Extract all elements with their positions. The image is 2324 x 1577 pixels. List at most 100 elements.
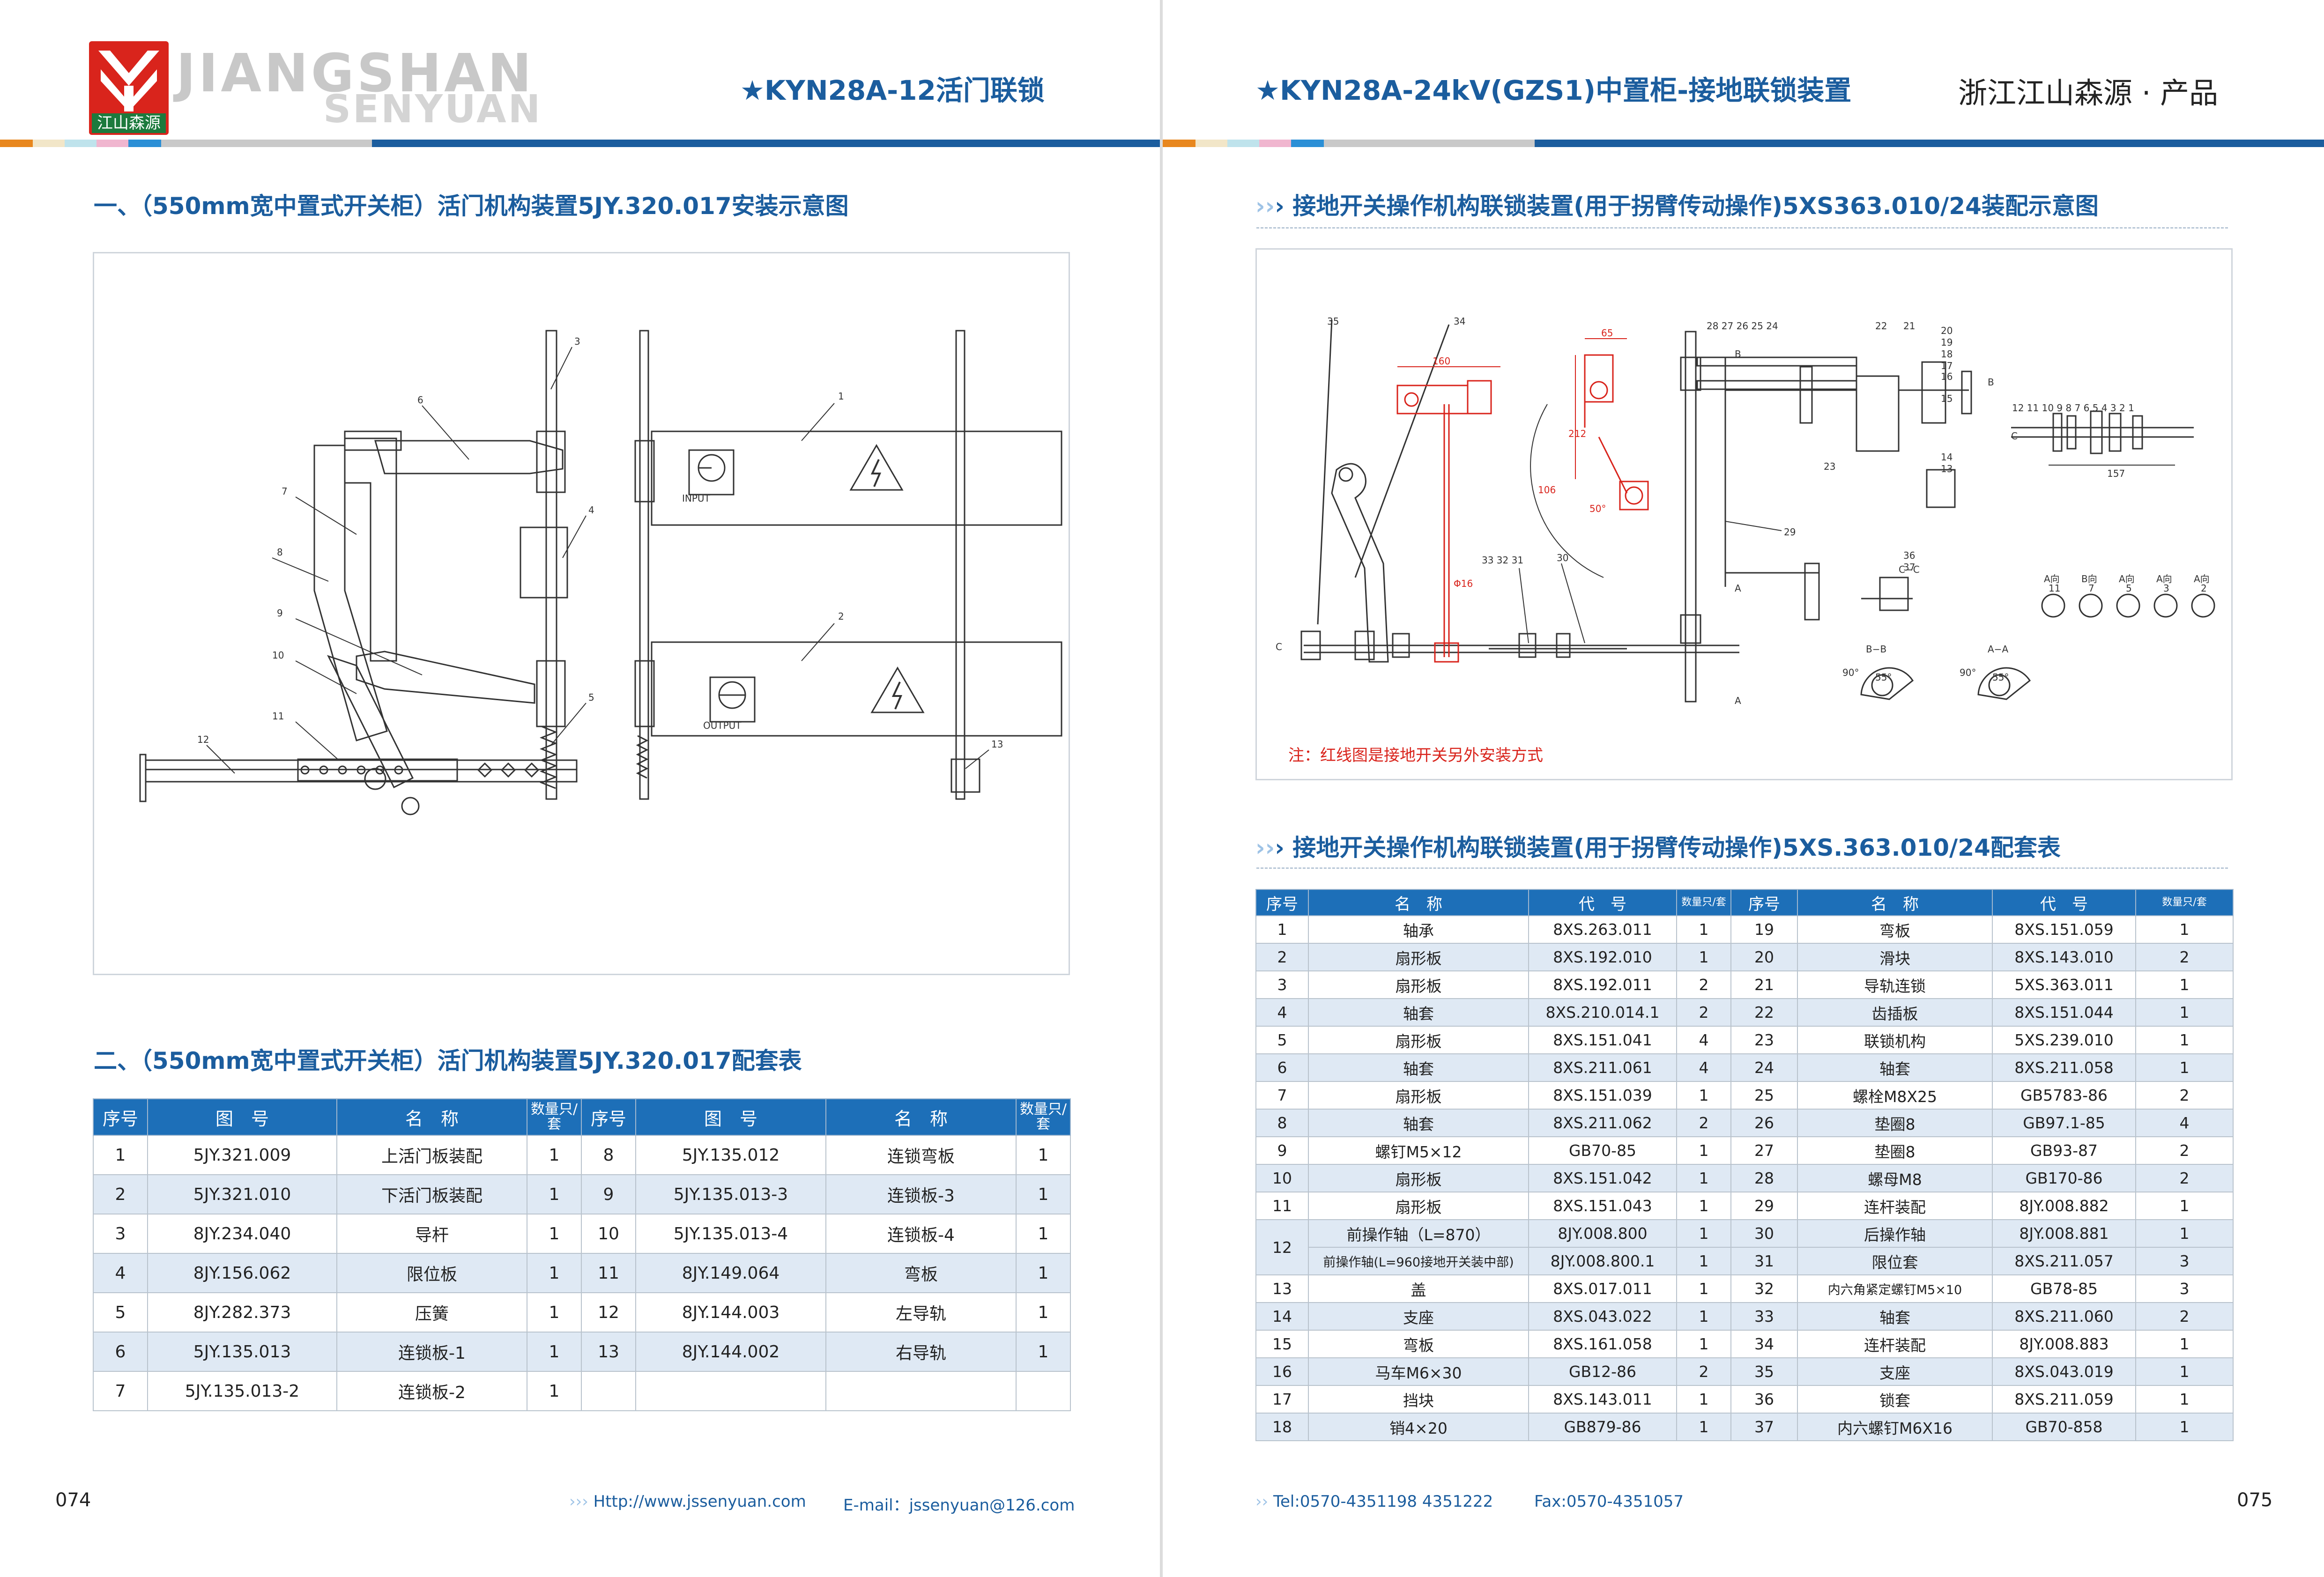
table-cell: 1	[1676, 1330, 1731, 1358]
table-cell	[581, 1371, 636, 1411]
table-cell: 4	[1676, 1026, 1731, 1054]
table-cell: 15	[1255, 1330, 1309, 1358]
table-cell: 1	[527, 1292, 582, 1333]
figure-note: 注：红线图是接地开关另外安装方式	[1288, 746, 1543, 765]
table-cell: 3	[1255, 970, 1309, 999]
arrow-icon: ››	[1255, 1492, 1274, 1511]
logo-caption: 江山森源	[92, 113, 166, 133]
table-cell: 4	[1676, 1053, 1731, 1082]
table-cell: 导杆	[336, 1214, 527, 1254]
table-cell: 连锁弯板	[825, 1135, 1017, 1175]
table-cell: 联锁机构	[1797, 1026, 1993, 1054]
footer-email[interactable]: E-mail：jssenyuan@126.com	[843, 1496, 1075, 1515]
table-cell: 1	[1016, 1292, 1071, 1333]
col-header: 图 号	[147, 1098, 337, 1136]
svg-text:A−A: A−A	[1988, 644, 2008, 655]
svg-text:65: 65	[1601, 327, 1613, 339]
table-cell: 扇形板	[1308, 1026, 1529, 1054]
table-cell: GB12-86	[1528, 1357, 1677, 1386]
table-cell: 齿插板	[1797, 998, 1993, 1027]
table-cell: 左导轨	[825, 1292, 1017, 1333]
section-title-table-right: ››› 接地开关操作机构联锁装置(用于拐臂传动操作)5XS.363.010/24…	[1255, 829, 2061, 863]
svg-text:A向: A向	[2194, 573, 2210, 585]
table-cell: 8XS.043.022	[1528, 1302, 1677, 1331]
table-cell: 1	[1016, 1214, 1071, 1254]
table-cell: 弯板	[1797, 915, 1993, 944]
table-cell: 6	[93, 1332, 148, 1372]
table-cell: 销4×20	[1308, 1413, 1529, 1441]
col-header: 序号	[581, 1098, 636, 1136]
table-cell: 13	[1255, 1274, 1309, 1303]
svg-text:212: 212	[1568, 428, 1586, 439]
table-cell: 8XS.192.011	[1528, 970, 1677, 999]
table-cell: 1	[2135, 1053, 2234, 1082]
table-cell: 4	[2135, 1109, 2234, 1137]
table-cell: 1	[527, 1174, 582, 1214]
brand-name: JIANGSHAN	[176, 43, 535, 104]
svg-text:30: 30	[1557, 552, 1568, 563]
table-cell: 8JY.149.064	[635, 1253, 826, 1293]
table-cell: 1	[2135, 998, 2234, 1027]
company-name: 浙江江山森源 · 产品	[1958, 76, 2219, 110]
table-cell: 1	[93, 1135, 148, 1175]
table-cell: 10	[581, 1214, 636, 1254]
table-cell: 8XS.151.043	[1528, 1192, 1677, 1220]
footer-url[interactable]: ››› Http://www.jssenyuan.com	[569, 1492, 806, 1511]
table-cell: 4	[1255, 998, 1309, 1027]
table-cell: 马车M6×30	[1308, 1357, 1529, 1386]
svg-text:160: 160	[1433, 355, 1450, 367]
table-cell: 8XS.263.011	[1528, 915, 1677, 944]
header-color-bar-left	[0, 140, 1160, 147]
svg-text:29: 29	[1784, 526, 1796, 538]
table-cell: 8XS.143.011	[1528, 1385, 1677, 1414]
table-cell: 36	[1730, 1385, 1798, 1414]
table-cell: 8XS.151.039	[1528, 1081, 1677, 1110]
table-cell: 29	[1730, 1192, 1798, 1220]
col-header: 序号	[1255, 889, 1309, 916]
brand-name-sub: SENYUAN	[323, 87, 542, 132]
table-cell: 2	[2135, 1164, 2234, 1192]
col-header: 数量只/套	[1676, 889, 1731, 916]
triple-arrow-icon: ››	[1255, 834, 1275, 861]
table-cell: 28	[1730, 1164, 1798, 1192]
table-cell: 8	[1255, 1109, 1309, 1137]
table-cell: 1	[1016, 1135, 1071, 1175]
table-cell: 轴套	[1308, 1053, 1529, 1082]
table-cell: 8JY.282.373	[147, 1292, 337, 1333]
section-title-text: 接地开关操作机构联锁装置(用于拐臂传动操作)5XS.363.010/24配套表	[1292, 834, 2061, 861]
svg-text:12 11 10 9 8 7 6 5 4 3: 12 11 10 9 8 7 6 5 4 3 2 1	[2012, 402, 2134, 414]
svg-text:3: 3	[2163, 583, 2169, 594]
table-cell: 20	[1730, 943, 1798, 971]
table-cell: 支座	[1797, 1357, 1993, 1386]
table-cell: 支座	[1308, 1302, 1529, 1331]
svg-text:3: 3	[574, 336, 580, 347]
table-cell	[635, 1371, 826, 1411]
section-title-text: 接地开关操作机构联锁装置(用于拐臂传动操作)5XS363.010/24装配示意图	[1292, 192, 2099, 220]
section-title-figure-right: ››› 接地开关操作机构联锁装置(用于拐臂传动操作)5XS363.010/24装…	[1255, 187, 2099, 221]
table-cell: 内六螺钉M6X16	[1797, 1413, 1993, 1441]
table-cell: 4	[93, 1253, 148, 1293]
table-cell: 7	[1255, 1081, 1309, 1110]
svg-text:OUTPUT: OUTPUT	[703, 720, 742, 731]
table-cell: 5	[1255, 1026, 1309, 1054]
table-cell: 9	[581, 1174, 636, 1214]
svg-text:90°: 90°	[1960, 667, 1976, 678]
table-cell: 螺钉M5×12	[1308, 1136, 1529, 1165]
table-cell: 16	[1255, 1357, 1309, 1386]
col-header: 数量只/套	[527, 1098, 582, 1136]
table-cell: 30	[1730, 1219, 1798, 1248]
col-header: 数量只/套	[1016, 1098, 1071, 1136]
footer-tel: ›› Tel:0570-4351198 4351222	[1255, 1492, 1493, 1511]
table-cell: 26	[1730, 1109, 1798, 1137]
footer-tel-text: Tel:0570-4351198 4351222	[1273, 1492, 1493, 1511]
table-cell: 连杆装配	[1797, 1192, 1993, 1220]
table-cell: 18	[1255, 1413, 1309, 1441]
svg-text:14: 14	[1941, 452, 1953, 463]
